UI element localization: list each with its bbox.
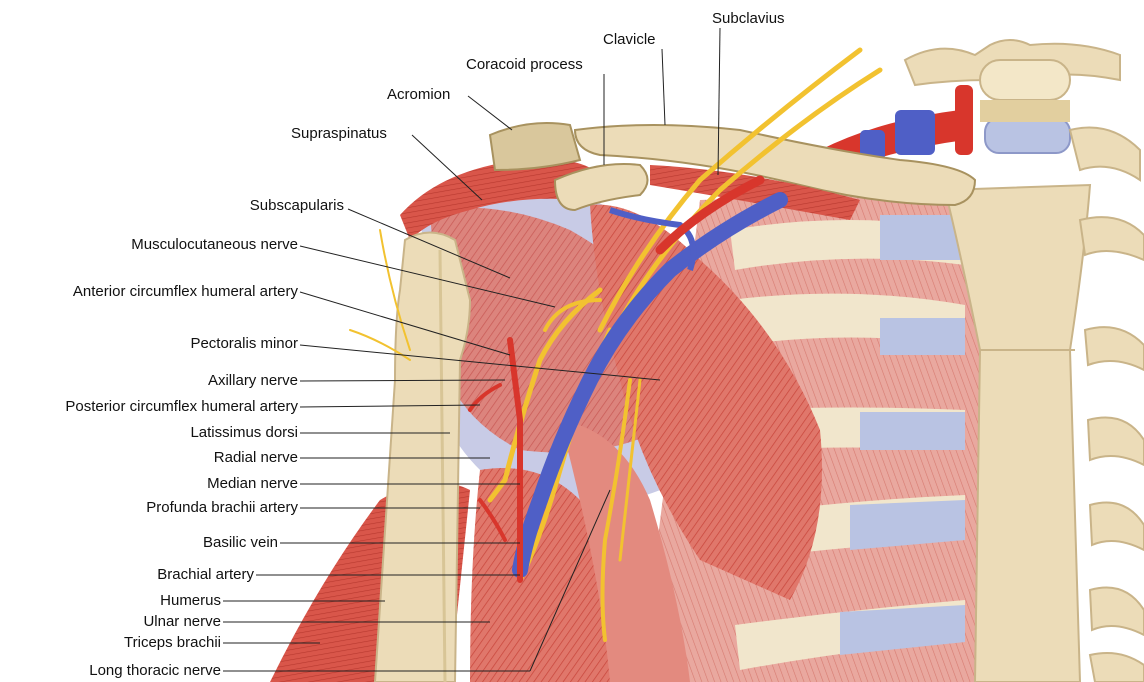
leader-posterior-circumflex-humeral-artery [300,405,480,407]
leader-subclavius [718,28,720,175]
leader-axillary-nerve [300,380,505,381]
leader-anterior-circumflex-humeral-artery [300,292,510,355]
leader-musculocutaneous-nerve [300,246,555,307]
leader-pectoralis-minor [300,345,660,380]
leader-supraspinatus [412,135,482,200]
leader-clavicle [662,49,665,125]
leader-subscapularis [348,209,510,278]
leader-acromion [468,96,512,130]
